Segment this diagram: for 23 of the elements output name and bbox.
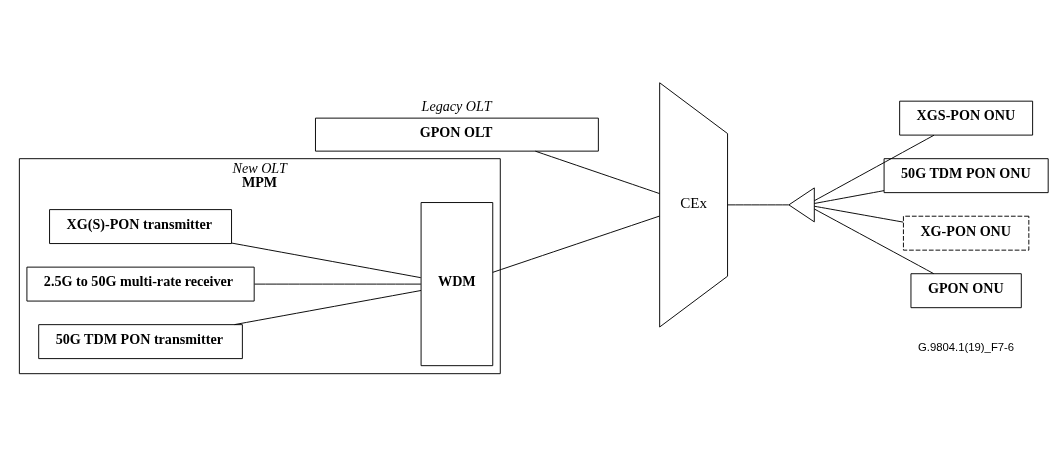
connector [813,134,935,201]
connector [813,205,904,223]
node-box: XG(S)-PON transmitter [49,208,232,244]
label: G.9804.1(19)_F7-6 [918,340,1015,353]
connector [534,150,660,194]
node-box: GPON OLT [315,117,599,152]
node-box: WDM [420,201,494,366]
connector [254,283,422,285]
connector [813,208,935,274]
connector [813,189,885,204]
node-box: XGS-PON ONU [899,100,1034,136]
node-box: 2.5G to 50G multi-rate receiver [26,266,255,302]
node-box: 50G TDM PON transmitter [38,323,243,359]
connector [492,215,660,273]
node-box: XG-PON ONU [902,215,1030,251]
node-box: 50G TDM PON ONU [883,157,1049,193]
connector [234,289,422,325]
node-triangle [788,186,815,222]
connector [231,242,422,278]
node-box: GPON ONU [910,272,1022,308]
connector [727,203,790,205]
node-label: Legacy OLT [421,97,492,114]
node-box: CEx [659,81,729,327]
